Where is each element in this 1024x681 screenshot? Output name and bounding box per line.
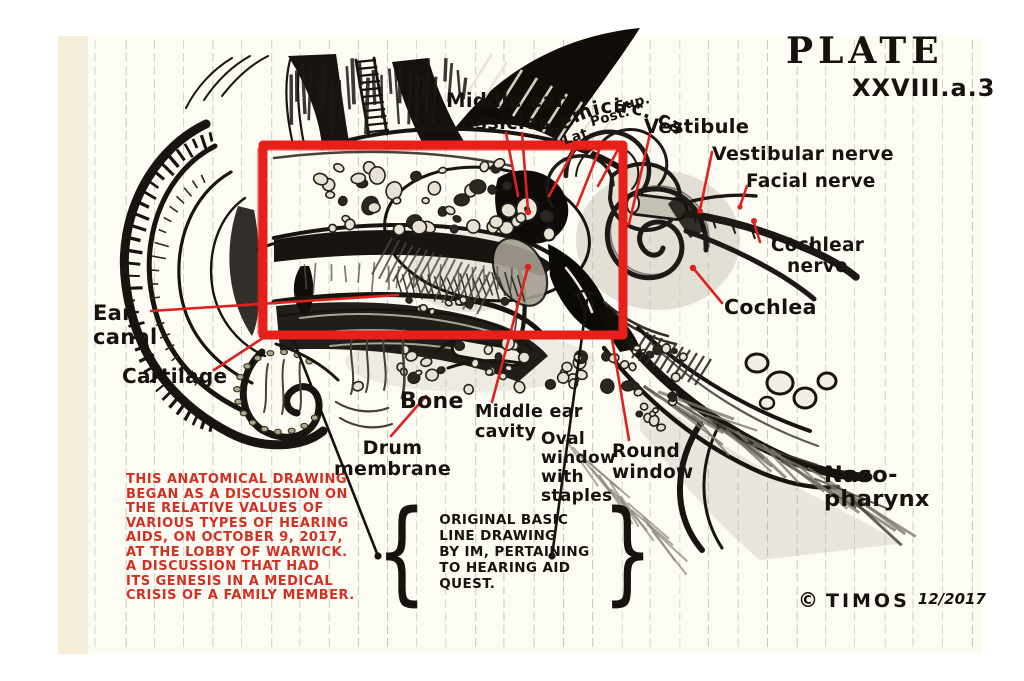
right-bone-dots <box>630 343 688 432</box>
credit-date: 12/2017 <box>917 590 986 608</box>
credit-author: TIMOS <box>826 590 910 612</box>
posterior-canal <box>595 128 669 187</box>
wing-rib-texture <box>466 53 614 157</box>
origin-note-leaders <box>289 298 589 560</box>
paper-left-edge <box>58 36 88 654</box>
label-middle-ear-ossicles: Middle ear ossicles <box>446 89 566 134</box>
vestibular-nerve-line <box>690 193 758 203</box>
cochlea-spiral <box>604 186 709 281</box>
label-vestibule: Vestibule <box>644 115 750 138</box>
label-middle-ear-cavity: Middle ear cavity <box>475 402 583 442</box>
origin-note-text: ORIGINAL BASIC LINE DRAWING BY IM, PERTA… <box>439 511 590 592</box>
label-bone: Bone <box>400 389 464 414</box>
label-ear-canal: Ear canal <box>93 301 158 349</box>
plate-title: PLATE <box>786 30 944 72</box>
lateral-canal <box>545 154 615 208</box>
label-oval-window: Oval window with staples <box>541 429 616 507</box>
origin-note: { ORIGINAL BASIC LINE DRAWING BY IM, PER… <box>366 487 663 617</box>
cochlear-nerve-line <box>683 228 817 302</box>
facial-nerve-line <box>684 210 860 281</box>
label-cartilage: Cartilage <box>122 364 228 388</box>
nerve-tick-marks <box>691 210 815 256</box>
left-brace: { <box>375 487 428 617</box>
nasopharynx-hatch-fan <box>565 384 917 576</box>
pinna-hatching <box>124 132 215 433</box>
under-canal-dots <box>405 295 510 316</box>
plate-number: XXVIII.a.3 <box>852 74 996 102</box>
highlight-rectangle <box>257 140 628 340</box>
copyright-icon: © <box>798 588 818 612</box>
label-facial-nerve: Facial nerve <box>746 171 876 192</box>
label-round-window: Round window <box>612 441 694 483</box>
label-drum-membrane: Drum membrane <box>333 437 452 481</box>
top-hatching <box>289 58 468 135</box>
right-brace: } <box>601 487 653 617</box>
mastoid-air-cells <box>312 158 554 236</box>
leader-lines <box>149 131 762 442</box>
credit-line: © TIMOS 12/2017 <box>798 588 986 612</box>
history-note: THIS ANATOMICAL DRAWING BEGAN AS A DISCU… <box>126 472 355 604</box>
label-cochlea: Cochlea <box>724 295 817 319</box>
label-cochlear-nerve: Cochlear nerve <box>770 235 865 277</box>
label-nasopharynx: Naso- pharynx <box>824 462 930 513</box>
label-vestibular-nerve: Vestibular nerve <box>712 143 894 165</box>
